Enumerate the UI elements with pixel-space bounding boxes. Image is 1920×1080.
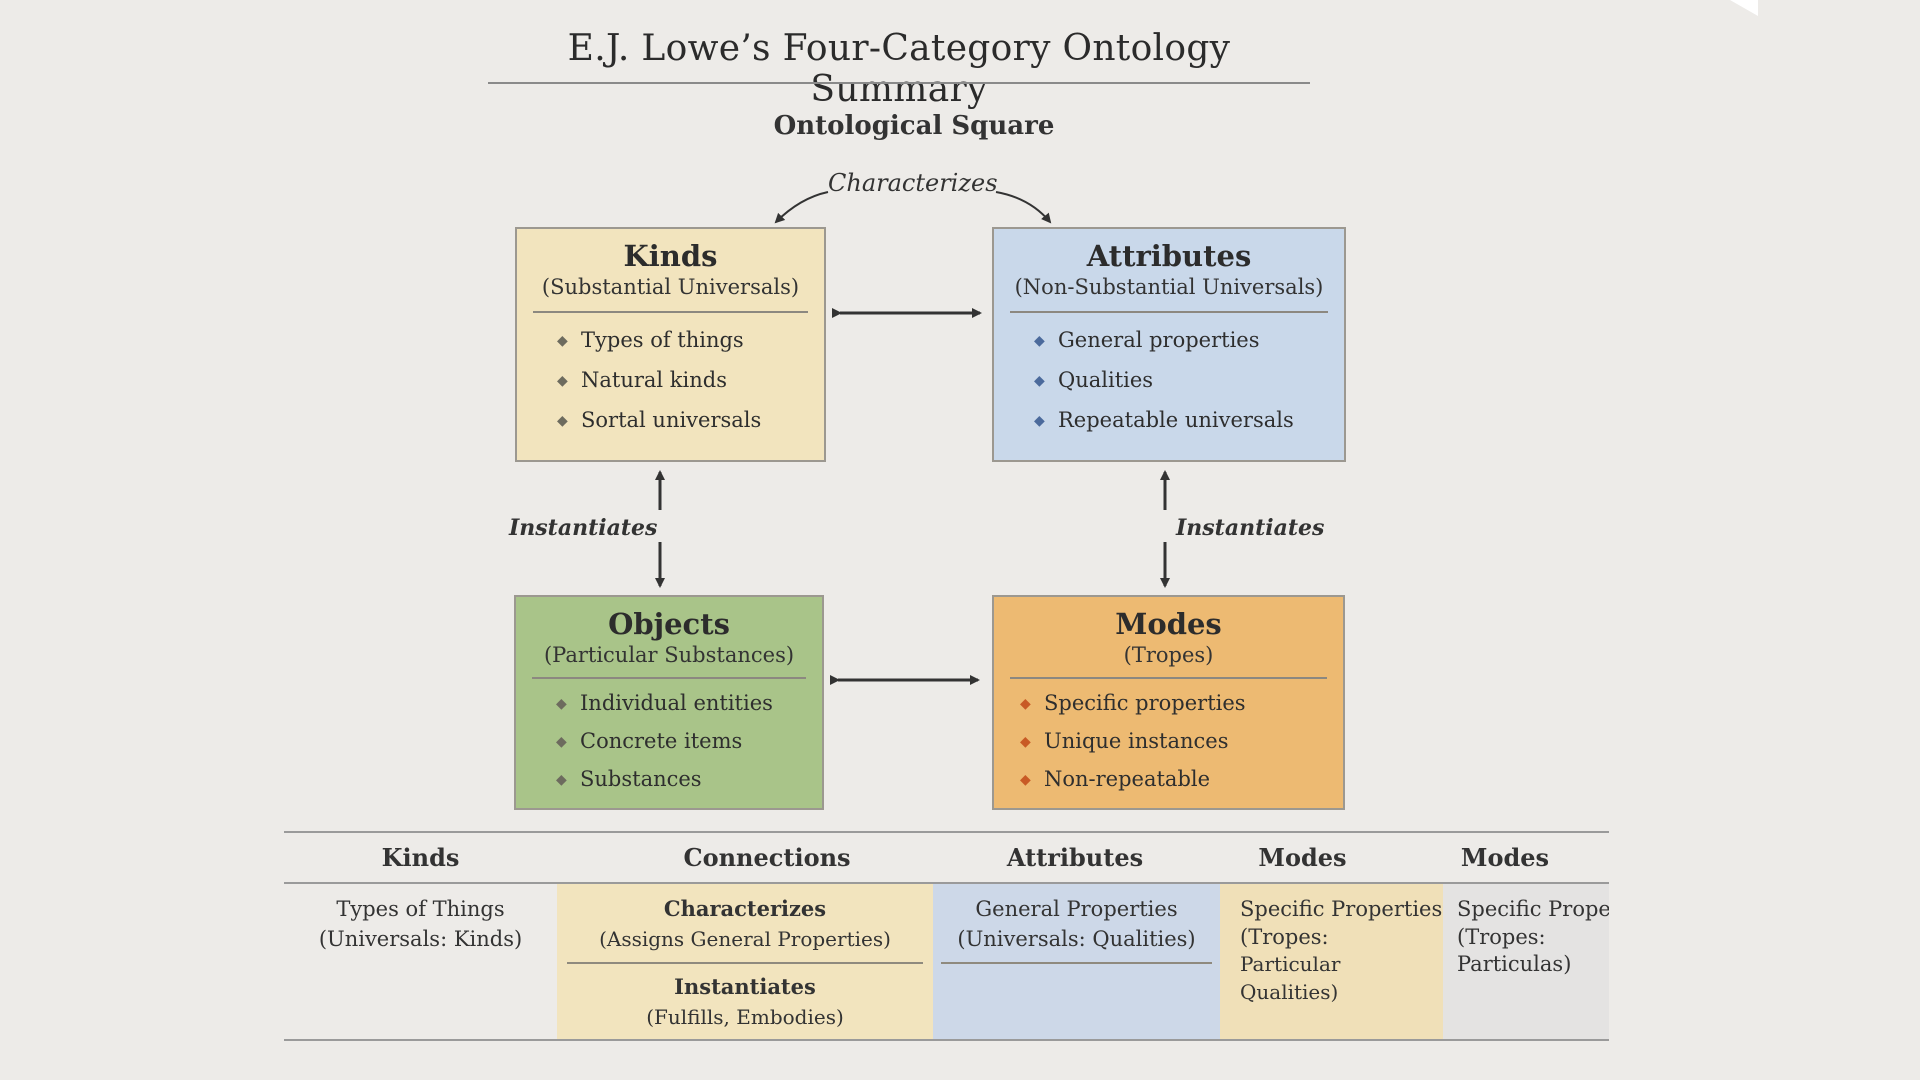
objects-subtitle: (Particular Substances)	[543, 643, 795, 667]
characterizes-label: Characterizes	[828, 169, 998, 197]
modes-box: Modes (Tropes) ◆Specific properties ◆Uni…	[992, 595, 1345, 810]
list-item: ◆Concrete items	[556, 723, 822, 761]
attributes-subtitle: (Non-Substantial Universals)	[1014, 275, 1324, 299]
title-underline	[488, 82, 1310, 84]
list-item: ◆General properties	[1034, 321, 1344, 361]
kinds-title: Kinds	[623, 239, 718, 273]
diamond-bullet-icon: ◆	[1020, 771, 1031, 788]
diagram-title: E.J. Lowe’s Four-Category Ontology Summa…	[567, 28, 1231, 110]
table-header-connections: Connections	[683, 843, 851, 872]
table-cell-kinds: Types of Things (Universals: Kinds)	[318, 897, 523, 951]
table-top-rule	[284, 831, 1609, 833]
attributes-divider	[1010, 311, 1328, 313]
diamond-bullet-icon: ◆	[556, 695, 567, 712]
list-item: ◆Natural kinds	[557, 361, 824, 401]
objects-list: ◆Individual entities ◆Concrete items ◆Su…	[516, 685, 822, 799]
diamond-bullet-icon: ◆	[1020, 695, 1031, 712]
connections-divider	[567, 962, 923, 964]
instantiates-left-label: Instantiates	[509, 515, 658, 541]
objects-divider	[532, 677, 806, 679]
objects-title: Objects	[608, 607, 730, 641]
list-item: ◆Unique instances	[1020, 723, 1343, 761]
instantiates-right-label: Instantiates	[1176, 515, 1325, 541]
list-item: ◆Specific properties	[1020, 685, 1343, 723]
diamond-bullet-icon: ◆	[1020, 733, 1031, 750]
attributes-list: ◆General properties ◆Qualities ◆Repeatab…	[994, 321, 1344, 441]
modes-divider	[1010, 677, 1327, 679]
attributes-title: Attributes	[1086, 239, 1252, 273]
diamond-bullet-icon: ◆	[1034, 332, 1045, 349]
list-item: ◆Sortal universals	[557, 401, 824, 441]
diamond-bullet-icon: ◆	[557, 412, 568, 429]
table-cell-modes: Specific Properties (Tropes: Particular …	[1220, 884, 1443, 1040]
diamond-bullet-icon: ◆	[557, 332, 568, 349]
table-header-modes: Modes	[1258, 843, 1347, 872]
characterizes-arrow-right	[995, 191, 1052, 224]
list-item: ◆Non-repeatable	[1020, 761, 1343, 799]
list-item: ◆Qualities	[1034, 361, 1344, 401]
list-item: ◆Types of things	[557, 321, 824, 361]
objects-box: Objects (Particular Substances) ◆Individ…	[514, 595, 824, 810]
diamond-bullet-icon: ◆	[1034, 372, 1045, 389]
kinds-subtitle: (Substantial Universals)	[541, 275, 800, 299]
attributes-cell-divider	[941, 962, 1212, 964]
kinds-list: ◆Types of things ◆Natural kinds ◆Sortal …	[517, 321, 824, 441]
table-cell-modes-2: Specific Proper (Tropes: Particulas)	[1443, 884, 1609, 1040]
list-item: ◆Repeatable universals	[1034, 401, 1344, 441]
table-header-rule	[284, 882, 1609, 884]
table-header-kinds: Kinds	[381, 843, 460, 872]
table-cell-attributes: General Properties (Universals: Qualitie…	[933, 884, 1220, 1040]
list-item: ◆Substances	[556, 761, 822, 799]
modes-subtitle: (Tropes)	[1123, 643, 1214, 667]
table-bottom-rule	[284, 1039, 1609, 1041]
attributes-box: Attributes (Non-Substantial Universals) …	[992, 227, 1346, 462]
diamond-bullet-icon: ◆	[1034, 412, 1045, 429]
kinds-divider	[533, 311, 808, 313]
diamond-bullet-icon: ◆	[557, 372, 568, 389]
modes-list: ◆Specific properties ◆Unique instances ◆…	[994, 685, 1343, 799]
modes-title: Modes	[1115, 607, 1222, 641]
table-cell-connections: Characterizes (Assigns General Propertie…	[557, 884, 933, 1040]
kinds-box: Kinds (Substantial Universals) ◆Types of…	[515, 227, 826, 462]
table-header-modes-2: Modes	[1460, 843, 1550, 872]
list-item: ◆Individual entities	[556, 685, 822, 723]
diagram-subtitle: Ontological Square	[773, 111, 1055, 141]
diamond-bullet-icon: ◆	[556, 771, 567, 788]
table-header-attributes: Attributes	[1006, 843, 1144, 872]
diamond-bullet-icon: ◆	[556, 733, 567, 750]
characterizes-arrow-left	[774, 191, 829, 224]
